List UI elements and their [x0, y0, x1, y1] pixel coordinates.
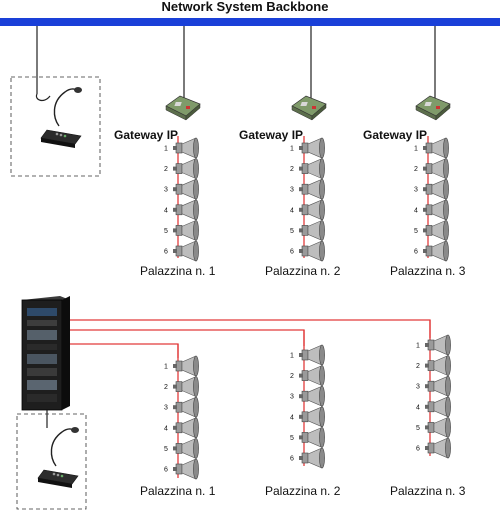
horn-speaker-icon [172, 355, 200, 377]
horn-speaker-icon [298, 344, 326, 366]
network-backbone-bar [0, 18, 500, 26]
horn-speaker-icon [298, 199, 326, 221]
speaker-number: 3 [164, 405, 168, 412]
microphone-station-box [16, 413, 87, 510]
speaker-number: 2 [164, 384, 168, 391]
horn-speaker-icon [172, 158, 200, 180]
building-label: Palazzina n. 3 [390, 484, 466, 498]
speaker-number: 6 [164, 467, 168, 474]
microphone-station-box [10, 76, 101, 177]
horn-speaker-icon [422, 219, 450, 241]
horn-speaker-icon [172, 437, 200, 459]
speaker-number: 5 [164, 446, 168, 453]
speaker-number: 6 [164, 249, 168, 256]
speaker-number: 2 [290, 166, 294, 173]
building-label: Palazzina n. 3 [390, 264, 466, 278]
speaker-number: 5 [414, 228, 418, 235]
rack-feed-lines [70, 319, 431, 358]
speaker-number: 1 [164, 364, 168, 371]
horn-speaker-icon [298, 178, 326, 200]
horn-speaker-icon [424, 375, 452, 397]
speaker-number: 1 [164, 146, 168, 153]
speaker-number: 4 [416, 404, 420, 411]
speaker-number: 4 [290, 414, 294, 421]
speaker-number: 2 [416, 363, 420, 370]
horn-speaker-icon [298, 447, 326, 469]
speaker-number: 5 [290, 228, 294, 235]
speaker-number: 3 [414, 187, 418, 194]
horn-speaker-icon [172, 240, 200, 262]
horn-speaker-icon [298, 406, 326, 428]
speaker-number: 1 [290, 353, 294, 360]
horn-speaker-icon [422, 240, 450, 262]
horn-speaker-icon [172, 219, 200, 241]
speaker-number: 1 [414, 146, 418, 153]
gateway-label: Gateway IP [363, 128, 427, 142]
building-top-3: Gateway IP 1 2 3 4 5 6 Palazzina n. 3 [363, 26, 466, 278]
gateway-label: Gateway IP [114, 128, 178, 142]
speaker-number: 2 [290, 373, 294, 380]
building-label: Palazzina n. 2 [265, 264, 341, 278]
paging-microphone-icon [40, 86, 83, 149]
building-label: Palazzina n. 1 [140, 264, 216, 278]
horn-speaker-icon [298, 426, 326, 448]
horn-speaker-icon [172, 458, 200, 480]
speaker-number: 5 [416, 425, 420, 432]
speaker-number: 4 [164, 425, 168, 432]
horn-speaker-icon [422, 178, 450, 200]
horn-speaker-icon [172, 376, 200, 398]
horn-speaker-icon [424, 437, 452, 459]
horn-speaker-icon [298, 385, 326, 407]
horn-speaker-icon [298, 219, 326, 241]
horn-speaker-icon [422, 158, 450, 180]
speaker-number: 2 [414, 166, 418, 173]
speaker-number: 3 [290, 187, 294, 194]
speaker-number: 6 [416, 446, 420, 453]
speaker-number: 1 [290, 146, 294, 153]
speaker-number: 5 [164, 228, 168, 235]
diagram-title: Network System Backbone [162, 0, 329, 14]
horn-speaker-icon [172, 178, 200, 200]
building-bottom-3: 1 2 3 4 5 6 Palazzina n. 3 [390, 320, 466, 498]
horn-speaker-icon [422, 199, 450, 221]
speaker-number: 3 [290, 394, 294, 401]
horn-speaker-icon [298, 240, 326, 262]
ip-gateway-board-icon [415, 95, 451, 121]
gateway-label: Gateway IP [239, 128, 303, 142]
speaker-number: 4 [164, 207, 168, 214]
speaker-number: 4 [414, 207, 418, 214]
paging-microphone-icon [37, 426, 80, 489]
speaker-number: 2 [164, 166, 168, 173]
speaker-number: 5 [290, 435, 294, 442]
horn-speaker-icon [424, 416, 452, 438]
server-rack-icon [21, 296, 70, 411]
horn-speaker-icon [172, 417, 200, 439]
ip-gateway-board-icon [291, 95, 327, 121]
speaker-number: 3 [164, 187, 168, 194]
building-bottom-1: 1 2 3 4 5 6 Palazzina n. 1 [140, 344, 216, 498]
horn-speaker-icon [424, 334, 452, 356]
horn-speaker-icon [172, 396, 200, 418]
speaker-number: 6 [414, 249, 418, 256]
horn-speaker-icon [424, 396, 452, 418]
ip-gateway-board-icon [165, 95, 201, 121]
building-top-1: Gateway IP 1 2 3 4 5 6 Palazzina n. 1 [114, 26, 216, 278]
horn-speaker-icon [172, 199, 200, 221]
speaker-number: 6 [290, 456, 294, 463]
speaker-number: 3 [416, 384, 420, 391]
speaker-number: 4 [290, 207, 294, 214]
building-top-2: Gateway IP 1 2 3 4 5 6 Palazzina n. 2 [239, 26, 341, 278]
building-label: Palazzina n. 2 [265, 484, 341, 498]
speaker-number: 6 [290, 249, 294, 256]
horn-speaker-icon [424, 355, 452, 377]
horn-speaker-icon [298, 365, 326, 387]
speaker-number: 1 [416, 343, 420, 350]
building-bottom-2: 1 2 3 4 5 6 Palazzina n. 2 [265, 330, 341, 498]
building-label: Palazzina n. 1 [140, 484, 216, 498]
horn-speaker-icon [298, 158, 326, 180]
